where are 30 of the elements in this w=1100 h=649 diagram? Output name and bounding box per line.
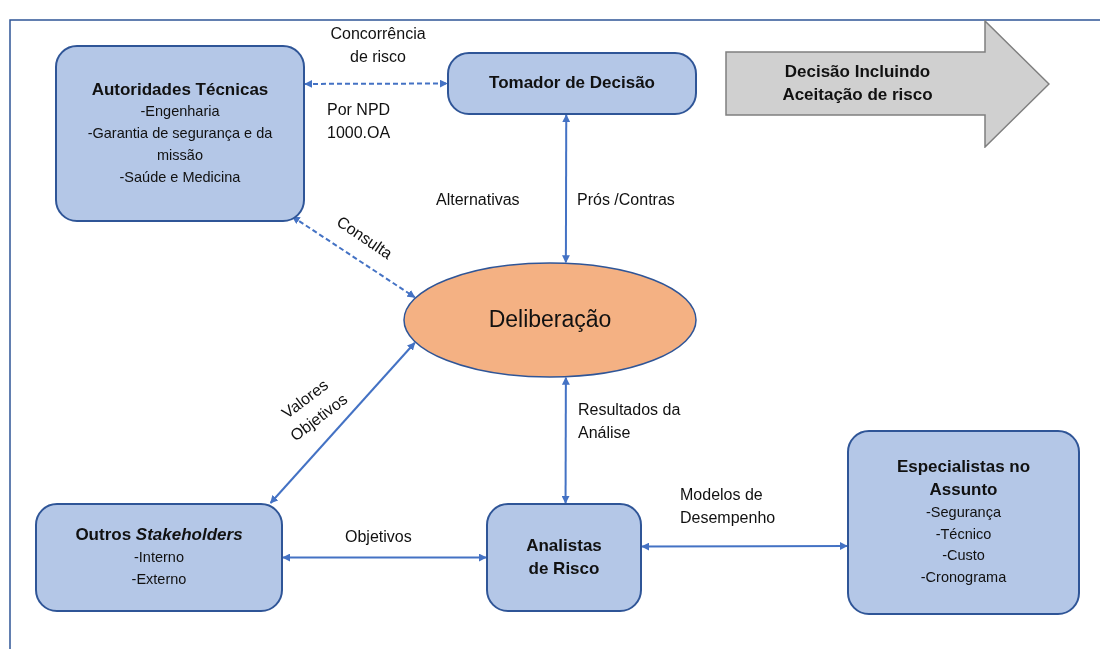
- list-item: -Externo: [130, 569, 188, 589]
- list-item: -Técnico: [934, 524, 993, 544]
- ellipse-node: [403, 262, 697, 378]
- node-title: Tomador de Decisão: [488, 72, 656, 95]
- list-item: -Cronograma: [919, 568, 1008, 588]
- rounded-box: [847, 430, 1080, 615]
- rounded-box: [35, 503, 283, 612]
- dashed-arrow: [291, 215, 416, 299]
- list-item: -Segurança: [925, 502, 1002, 522]
- rounded-box: [486, 503, 642, 612]
- node-title: Outros Stakeholders: [74, 524, 244, 547]
- list-item: -Interno: [133, 548, 185, 568]
- node-title: Autoridades Técnicas: [90, 78, 270, 101]
- list-item: -Custo: [941, 546, 986, 566]
- dashed-arrow: [304, 79, 448, 88]
- list-item: -Garantia de segurança e da missão: [86, 124, 274, 165]
- node-title: Decisão Incluindo Aceitação de risco: [781, 61, 934, 106]
- block-arrow: [725, 20, 1050, 148]
- arrow: [641, 542, 848, 551]
- arrow: [561, 114, 571, 264]
- rounded-box: [55, 45, 305, 222]
- node-title: Deliberação: [487, 305, 613, 335]
- arrow: [282, 553, 487, 562]
- arrow: [269, 341, 416, 504]
- list-item: -Saúde e Medicina: [118, 167, 242, 187]
- arrow: [561, 376, 570, 504]
- list-item: -Engenharia: [139, 102, 221, 122]
- rounded-box: [447, 52, 697, 115]
- node-title: Analistas de Risco: [525, 534, 603, 580]
- node-title: Especialistas no Assunto: [895, 456, 1032, 501]
